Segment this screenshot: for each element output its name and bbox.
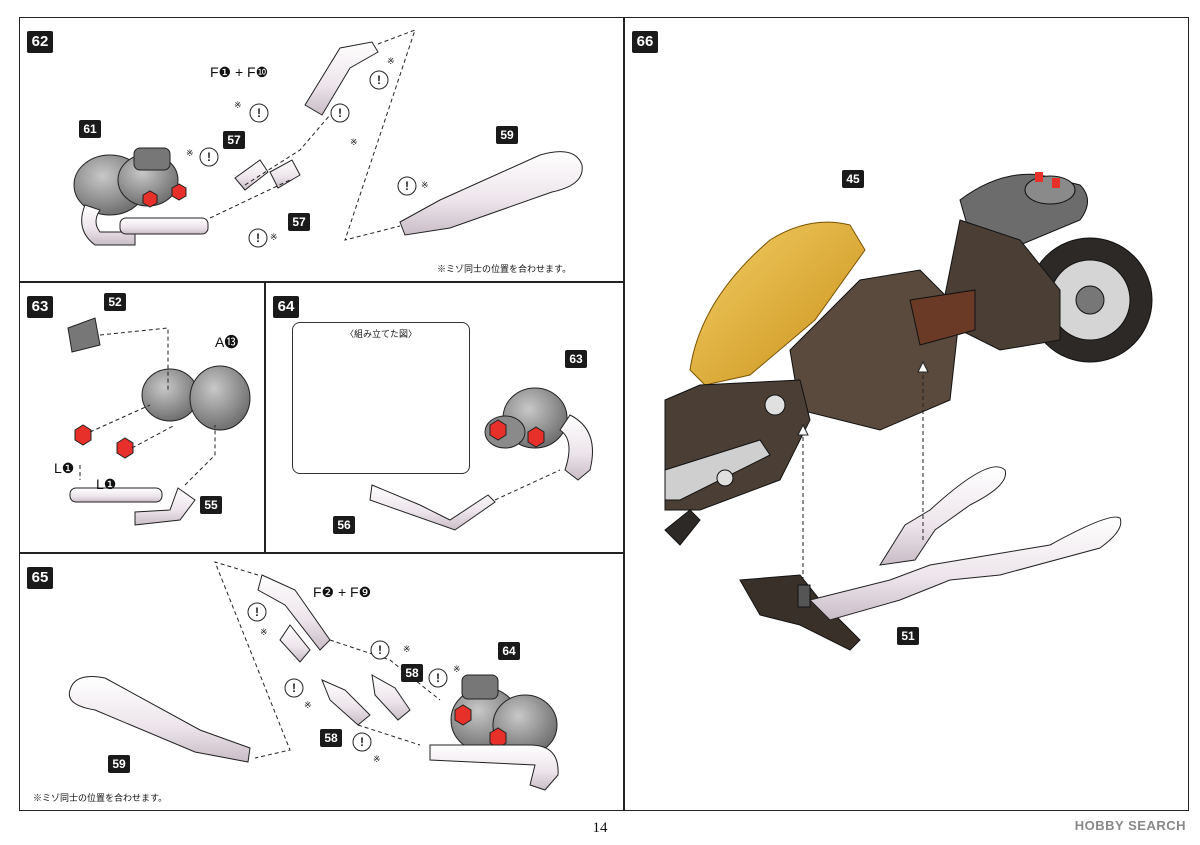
step-62-pipe-upper [234,41,379,191]
svg-text:!: ! [257,106,261,120]
step-63-guide-lines [79,327,216,486]
step-62-guide-lines [209,29,416,241]
step-62-asterisk-5: ※ [421,180,429,190]
step-65-asterisk-4: ※ [304,700,312,710]
svg-text:!: ! [255,605,259,619]
svg-text:!: ! [377,73,381,87]
step-63-engine [67,317,251,526]
part-52: 52 [104,293,126,311]
step-62-groove-note: ※ミゾ同士の位置を合わせます。 [437,264,572,274]
step-number-66: 66 [632,31,658,53]
step-62-asterisk-3: ※ [350,137,358,147]
svg-text:!: ! [256,231,260,245]
part-57-a: 57 [223,131,245,149]
part-58-a: 58 [401,664,423,682]
part-56: 56 [333,516,355,534]
step-65-muffler [68,676,251,763]
step-62-asterisk-1: ※ [387,56,395,66]
svg-text:!: ! [338,106,342,120]
step-65-engine [429,674,559,791]
part-55: 55 [200,496,222,514]
step-62-alert-icons [199,70,417,248]
step-65-asterisk-2: ※ [403,644,411,654]
step-66-exhaust-assembly [739,466,1122,651]
part-45: 45 [842,170,864,188]
part-59-s62: 59 [496,126,518,144]
svg-text:!: ! [405,179,409,193]
step-66-arrowheads [797,360,929,436]
step-65-asterisk-1: ※ [260,627,268,637]
step-65-alert-marks: !!! !! [255,605,440,749]
step-62-parts-label: F❶ + F❿ [210,64,269,80]
step-64-inset-caption: 〈組み立てた図〉 [344,329,417,339]
step-number-63: 63 [27,296,53,318]
step-62-alert-marks: !!! !!! [207,73,409,245]
svg-text:!: ! [436,671,440,685]
step-62-asterisk-2: ※ [234,100,242,110]
page-number: 14 [592,820,608,836]
part-57-b: 57 [288,213,310,231]
step-64-guide-lines [494,469,561,501]
step-64-assembled-view-inset: 〈組み立てた図〉 [292,322,470,474]
step-66-guide-lines [802,368,924,580]
part-63: 63 [565,350,587,368]
step-62-engine-block [73,147,209,246]
step-65-pipes [257,574,411,726]
part-58-b: 58 [320,729,342,747]
step-66-motorcycle [664,172,1153,546]
step-63-runner-a: A⓭ [215,334,239,350]
part-51: 51 [897,627,919,645]
step-62-muffler [399,151,583,236]
step-65-asterisk-5: ※ [373,754,381,764]
step-65-asterisk-3: ※ [453,664,461,674]
part-59-s65: 59 [108,755,130,773]
step-62-asterisk-4: ※ [186,148,194,158]
step-63-runner-l-1: L❶ [54,460,75,476]
step-number-62: 62 [27,31,53,53]
svg-text:!: ! [378,643,382,657]
step-65-groove-note: ※ミゾ同士の位置を合わせます。 [33,793,168,803]
step-64-engine [369,387,593,531]
step-65-guide-lines [214,561,441,759]
step-65-alert-icons [247,602,448,752]
part-64: 64 [498,642,520,660]
watermark: HOBBY SEARCH [1074,818,1186,833]
part-61: 61 [79,120,101,138]
step-62-asterisk-6: ※ [270,232,278,242]
step-number-65: 65 [27,567,53,589]
svg-text:!: ! [207,150,211,164]
svg-text:!: ! [360,735,364,749]
step-number-64: 64 [273,296,299,318]
step-65-parts-label: F❷ + F❾ [313,584,372,600]
step-63-runner-l-2: L❶ [96,476,117,492]
svg-text:!: ! [292,681,296,695]
